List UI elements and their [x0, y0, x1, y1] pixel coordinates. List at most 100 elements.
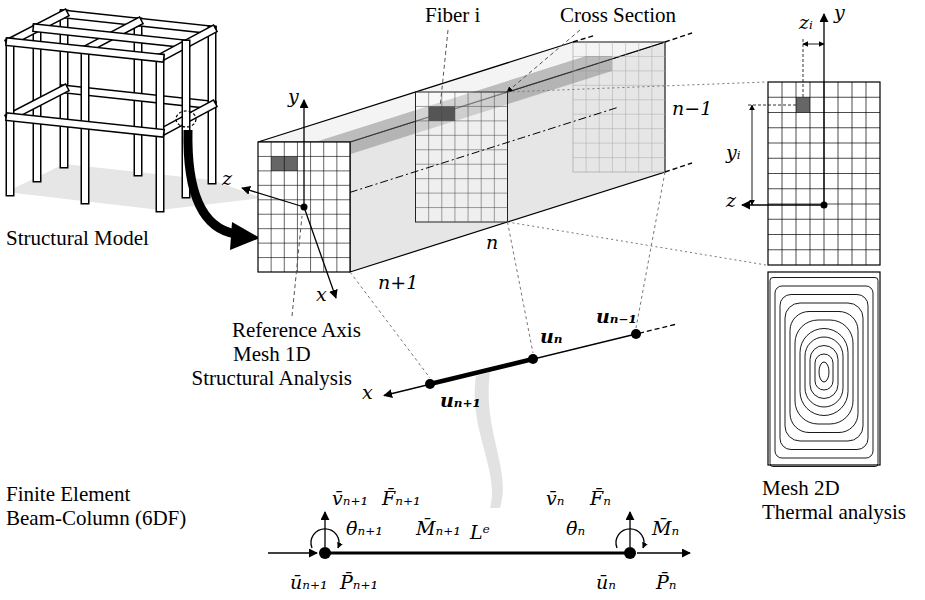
- illustration-line: [242, 188, 304, 207]
- illustration-line: [258, 243, 350, 244]
- illustration-line: [507, 30, 580, 92]
- illustration-path: [188, 130, 236, 234]
- illustration-rect: [800, 329, 848, 416]
- illustration-line: [508, 82, 767, 92]
- illustration-rect: [805, 337, 843, 407]
- illustration-line: [10, 117, 160, 133]
- illustration-line: [637, 552, 690, 553]
- illustration-line: [416, 149, 508, 150]
- illustration-line: [258, 214, 350, 215]
- illustration-line: [651, 42, 652, 172]
- illustration-line: [10, 117, 160, 133]
- callout-label: Cross Section: [560, 3, 676, 27]
- panel-caption: Finite Element Beam-Column (6DF): [6, 482, 186, 530]
- illustration-line: [752, 105, 753, 205]
- illustration-circle: [631, 329, 641, 339]
- text-line: Thermal analysis: [762, 500, 906, 524]
- illustration-line: [10, 89, 64, 117]
- dof-label: v̄ₙ₊₁: [332, 488, 368, 510]
- illustration-line: [350, 272, 430, 378]
- illustration-circle: [821, 202, 828, 209]
- illustration-rect: [815, 354, 833, 390]
- illustration-line: [292, 216, 302, 316]
- force-label: M̄ₙ: [652, 518, 679, 540]
- text-line: Mesh 2D: [762, 476, 840, 500]
- illustration-line: [303, 100, 304, 207]
- illustration-line: [823, 14, 824, 205]
- illustration-line: [742, 204, 824, 205]
- length-label: Lᵉ: [470, 522, 490, 544]
- illustration-line: [428, 92, 429, 222]
- callout-label: Reference Axis: [232, 318, 361, 342]
- illustration-line: [573, 143, 665, 144]
- illustration-rect: [775, 286, 873, 458]
- illustration-line: [416, 164, 508, 165]
- panel-caption: Mesh 2D Thermal analysis: [762, 476, 906, 524]
- illustration-circle: [301, 204, 308, 211]
- text-line: Finite Element: [6, 482, 130, 506]
- force-label: F̄ₙ: [590, 488, 611, 510]
- illustration-line: [636, 325, 675, 335]
- illustration-line: [10, 42, 160, 58]
- illustration-line: [573, 85, 665, 86]
- illustration-line: [310, 142, 311, 272]
- dimension-label: zᵢ: [799, 12, 813, 34]
- node-index: n+1: [378, 272, 418, 294]
- illustration-line: [665, 33, 692, 42]
- node-index: n: [486, 232, 498, 254]
- illustration-line: [384, 334, 636, 396]
- axis-label: y: [834, 2, 845, 24]
- illustration-line: [768, 219, 880, 220]
- illustration-line: [629, 512, 630, 547]
- illustration-circle: [319, 547, 331, 559]
- illustration-line: [258, 257, 350, 258]
- illustration-line: [481, 92, 482, 222]
- illustration-rect: [770, 278, 878, 467]
- illustration-line: [268, 552, 317, 553]
- illustration-line: [573, 99, 665, 100]
- illustration-line: [336, 142, 337, 272]
- illustration-rect: [795, 320, 853, 424]
- illustration-line: [612, 42, 613, 172]
- force-label: F̄ₙ₊₁: [382, 488, 421, 510]
- node-vector: uₙ₋₁: [596, 306, 637, 328]
- axis-label: z: [726, 190, 736, 212]
- illustration-path: [311, 529, 339, 548]
- text-line: Beam-Column (6DF): [6, 506, 186, 530]
- force-label: P̄ₙ₊₁: [340, 572, 378, 594]
- illustration-rect: [768, 272, 880, 465]
- illustration-line: [416, 106, 508, 107]
- illustration-line: [573, 114, 665, 115]
- illustration-rect: [785, 303, 863, 441]
- node-index: n−1: [672, 98, 712, 120]
- axis-label: y: [288, 86, 299, 108]
- panel-caption: Mesh 1D Structural Analysis: [192, 342, 352, 390]
- illustration-line: [803, 44, 824, 45]
- dimension-label: yᵢ: [726, 142, 741, 164]
- illustration-line: [440, 30, 448, 108]
- node-vector: uₙ: [540, 326, 563, 348]
- illustration-rect: [810, 346, 838, 399]
- illustration-line: [454, 92, 455, 222]
- illustration-line: [37, 28, 186, 44]
- illustration-line: [284, 142, 285, 272]
- illustration-line: [665, 163, 692, 172]
- illustration-line: [37, 28, 186, 44]
- dof-label: ūₙ₊₁: [290, 572, 328, 594]
- illustration-line: [430, 359, 533, 384]
- illustration-line: [636, 172, 665, 328]
- illustration-line: [324, 512, 325, 547]
- illustration-line: [803, 38, 804, 97]
- figure-caption: Structural Model: [6, 226, 149, 250]
- illustration-line: [768, 249, 880, 250]
- illustration-line: [573, 35, 596, 42]
- axis-label: x: [362, 382, 373, 404]
- illustration-line: [416, 120, 508, 121]
- illustration-line: [304, 107, 619, 207]
- illustration-rect: [790, 312, 858, 433]
- illustration-polygon: [230, 222, 260, 250]
- illustration-path: [616, 529, 644, 548]
- illustration-line: [323, 142, 324, 272]
- illustration-line: [325, 552, 630, 555]
